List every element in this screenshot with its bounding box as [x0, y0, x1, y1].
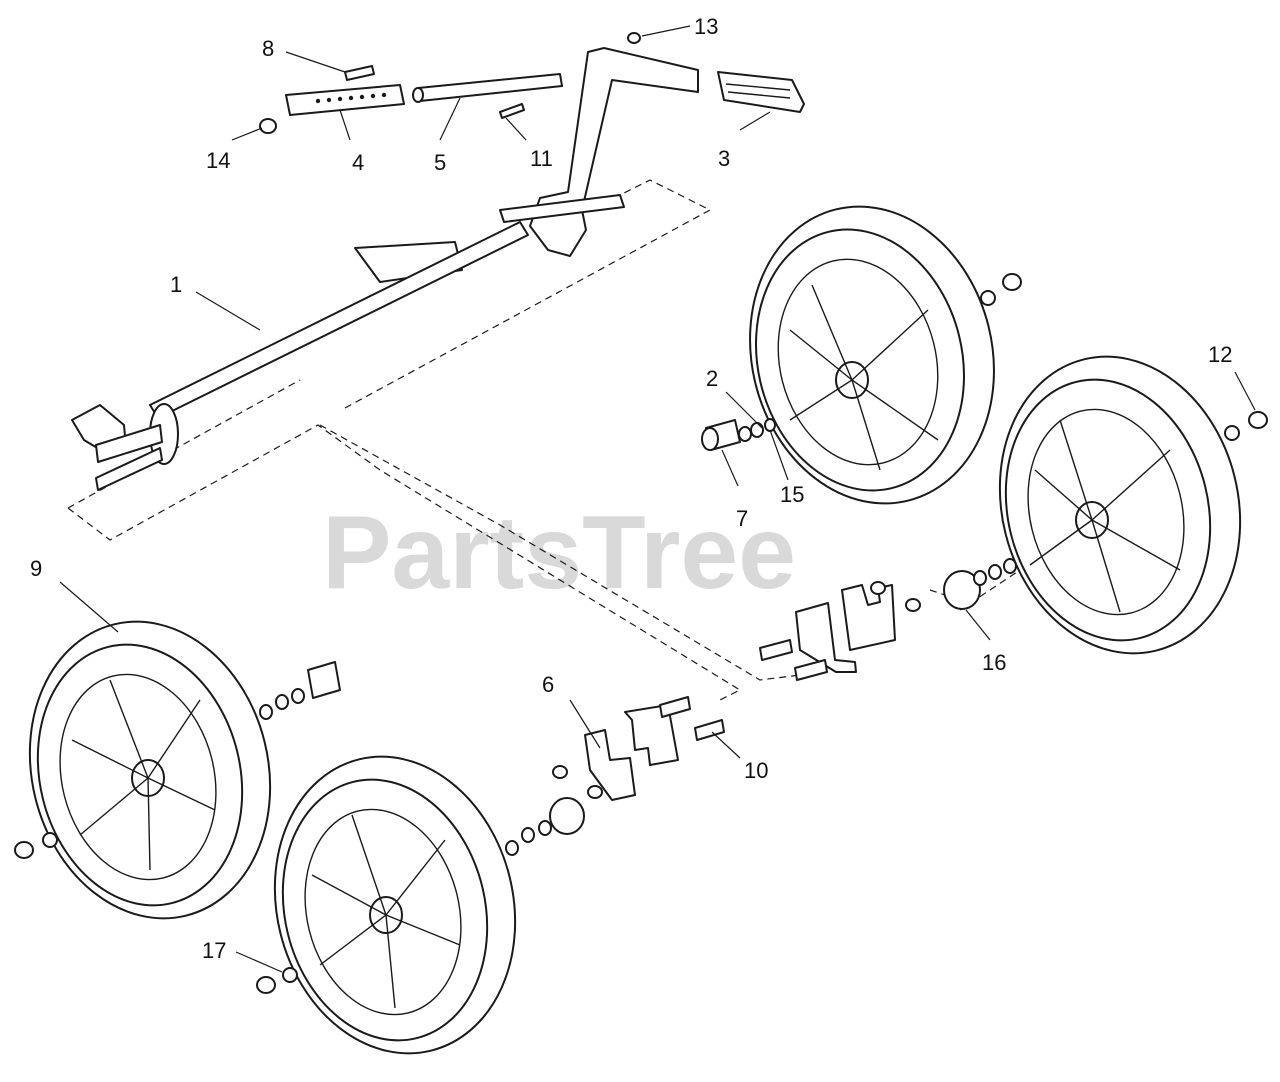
- callout-13: 13: [694, 14, 718, 39]
- wheel-front-left-bottom: [28, 620, 272, 920]
- callout-8: 8: [262, 36, 274, 61]
- callout-3: 3: [718, 146, 730, 171]
- callout-11: 11: [530, 146, 553, 171]
- callout-9: 9: [30, 556, 42, 581]
- callout-6: 6: [542, 672, 554, 697]
- assembly-guide-lines: [67, 179, 1021, 701]
- hardware-parts: [14, 273, 1268, 994]
- callout-16: 16: [982, 650, 1006, 675]
- callout-labels: 1 2 3 4 5 6 7 8 9 10 11 12 13 14 15 16 1…: [30, 14, 1232, 963]
- callout-leaders: [59, 25, 1256, 973]
- callout-12: 12: [1208, 342, 1232, 367]
- callout-4: 4: [352, 150, 364, 175]
- wheel-rear-right-top: [998, 355, 1242, 655]
- rear-axle-rod: [71, 221, 529, 491]
- height-adjust-lever-assembly: [259, 32, 805, 283]
- wheel-rear-left-top: [749, 205, 995, 505]
- callout-5: 5: [434, 150, 446, 175]
- wheel-front-right-bottom: [273, 755, 517, 1055]
- callout-14: 14: [206, 148, 230, 173]
- callout-7: 7: [736, 506, 748, 531]
- callout-17: 17: [202, 938, 226, 963]
- callout-2: 2: [706, 366, 718, 391]
- callout-15: 15: [780, 482, 804, 507]
- callout-1: 1: [170, 272, 182, 297]
- callout-10: 10: [744, 758, 768, 783]
- watermark-text: PartsTree: [322, 495, 796, 611]
